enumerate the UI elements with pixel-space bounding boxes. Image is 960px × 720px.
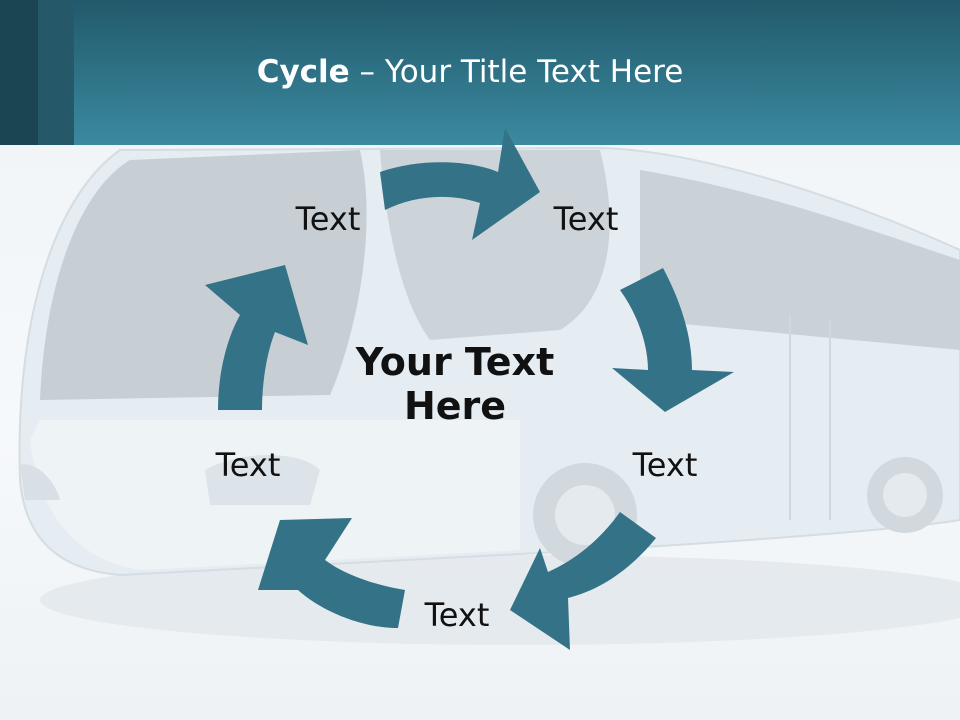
center-text: Your Text Here xyxy=(355,340,555,428)
cycle-arrow-5 xyxy=(205,265,308,410)
title-rest: – Your Title Text Here xyxy=(349,54,684,90)
cycle-node-label: Text xyxy=(295,200,361,238)
header-accent-strip-inner xyxy=(38,0,74,145)
cycle-arrow-2 xyxy=(612,268,734,412)
cycle-node-label: Text xyxy=(424,596,490,634)
cycle-arrow-1 xyxy=(380,128,540,240)
cycle-node-label: Text xyxy=(215,446,281,484)
cycle-node-label: Text xyxy=(553,200,619,238)
title-bold: Cycle xyxy=(256,54,350,90)
header-accent-strip xyxy=(0,0,38,145)
cycle-arrow-3 xyxy=(510,512,656,650)
header-bar xyxy=(0,0,960,145)
slide-title: Cycle – Your Title Text Here xyxy=(0,54,940,90)
cycle-node-label: Text xyxy=(632,446,698,484)
cycle-arrow-4 xyxy=(258,518,405,628)
